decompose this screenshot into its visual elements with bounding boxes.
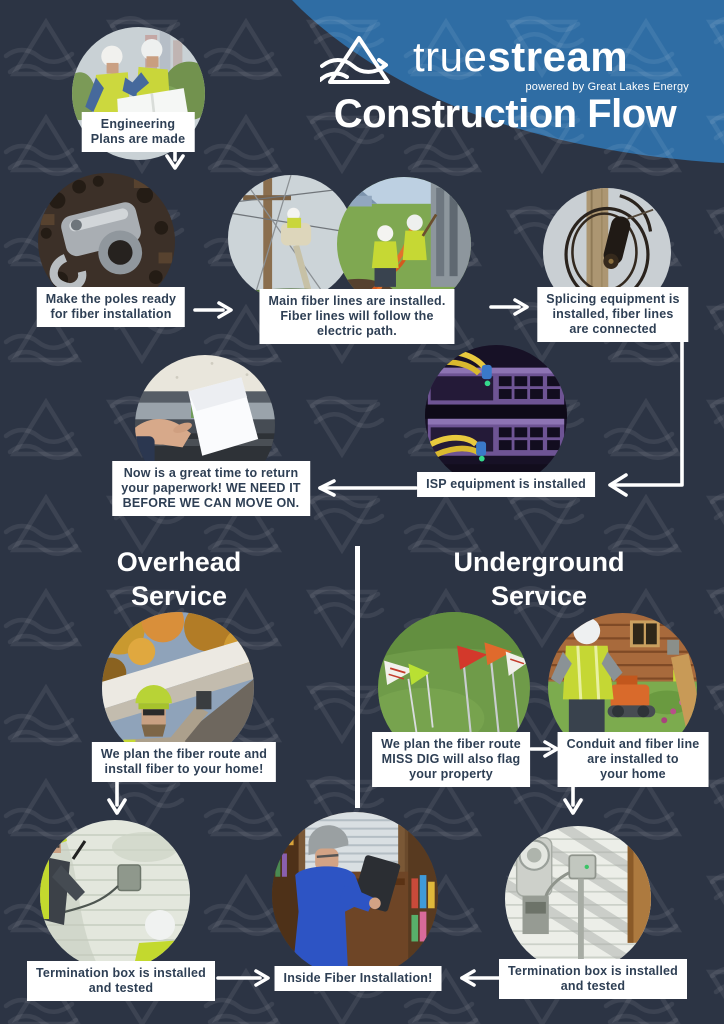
label-return-paperwork: Now is a great time to return your paper… bbox=[112, 461, 310, 516]
brand-tagline: powered by Great Lakes Energy bbox=[525, 81, 689, 93]
brand-name-bold: stream bbox=[487, 33, 629, 80]
overhead-service-heading: Overhead Service bbox=[116, 547, 242, 611]
arrow-down-icon bbox=[563, 779, 583, 815]
arrow-left-icon bbox=[460, 969, 506, 987]
service-divider-line bbox=[355, 546, 360, 808]
label-splicing-equipment: Splicing equipment is installed, fiber l… bbox=[537, 287, 689, 342]
label-conduit-installed: Conduit and fiber line are installed to … bbox=[557, 732, 709, 787]
brand-name: truestream bbox=[413, 36, 628, 78]
arrow-down-icon bbox=[107, 779, 127, 815]
label-isp-equipment: ISP equipment is installed bbox=[417, 472, 595, 497]
page-title: Construction Flow bbox=[333, 92, 677, 136]
label-poles-ready: Make the poles ready for fiber installat… bbox=[36, 287, 186, 327]
truestream-logo-icon bbox=[320, 36, 390, 84]
arrow-right-icon bbox=[529, 740, 559, 758]
arrow-down-icon bbox=[165, 145, 185, 170]
label-overhead-termination-box: Termination box is installed and tested bbox=[27, 961, 215, 1001]
label-underground-plan-route: We plan the fiber route MISS DIG will al… bbox=[372, 732, 530, 787]
brand-name-light: true bbox=[413, 33, 488, 80]
arrow-elbow-left-icon bbox=[608, 337, 684, 497]
arrow-right-icon bbox=[489, 298, 529, 316]
label-engineering-plans: Engineering Plans are made bbox=[81, 112, 195, 152]
photo-isp-network-switch bbox=[425, 345, 567, 487]
photo-technician-inside-home bbox=[272, 812, 438, 978]
photo-crew-laying-fiber bbox=[337, 177, 471, 311]
label-inside-fiber-installation: Inside Fiber Installation! bbox=[274, 966, 442, 991]
photo-engineers-reviewing-plans bbox=[72, 27, 205, 160]
label-underground-termination-box: Termination box is installed and tested bbox=[499, 959, 687, 999]
underground-service-heading: Underground Service bbox=[453, 547, 625, 611]
label-main-fiber-lines: Main fiber lines are installed. Fiber li… bbox=[259, 289, 455, 344]
arrow-right-icon bbox=[193, 301, 233, 319]
photo-crew-installing-termination-box bbox=[40, 820, 190, 970]
arrow-left-icon bbox=[318, 479, 418, 497]
arrow-right-icon bbox=[216, 969, 270, 987]
photo-bucket-truck-lineman bbox=[228, 175, 354, 301]
photo-termination-box-by-meter bbox=[505, 826, 651, 972]
label-overhead-plan-route: We plan the fiber route and install fibe… bbox=[91, 742, 277, 782]
